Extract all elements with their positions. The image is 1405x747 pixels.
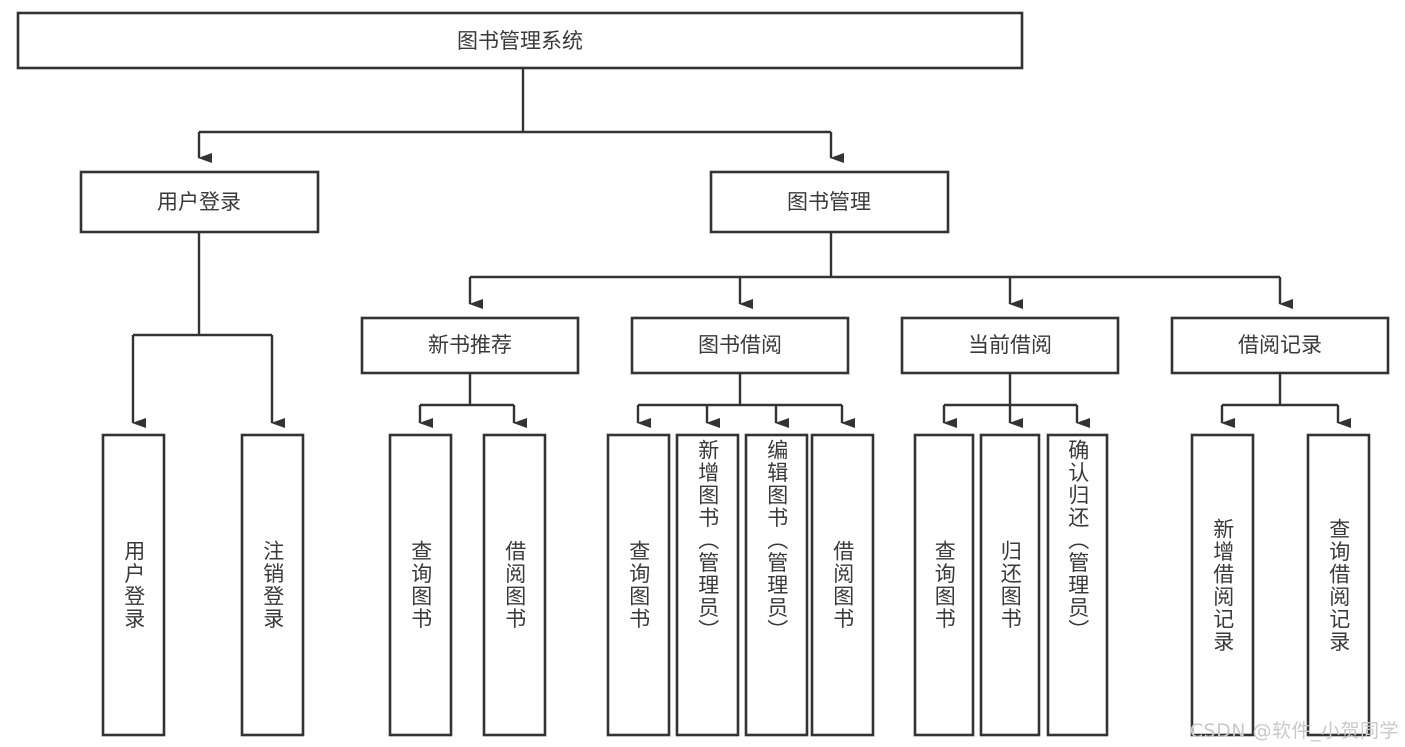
node-current-borrow-label: 当前借阅 — [968, 333, 1052, 357]
node-user-login-label: 用户登录 — [157, 190, 241, 214]
leaf-box-query-book-nb[interactable] — [388, 433, 453, 737]
node-book-management-label: 图书管理 — [787, 190, 871, 214]
node-new-book-recommend-label: 新书推荐 — [428, 333, 512, 357]
leaf-box-add-borrow-record[interactable] — [1190, 433, 1255, 737]
leaf-box-borrow-book-bb[interactable] — [810, 433, 875, 737]
leaf-box-return-book[interactable] — [979, 433, 1041, 737]
leaf-box-borrow-book-nb[interactable] — [482, 433, 547, 737]
leaf-box-query-book-bb[interactable] — [606, 433, 671, 737]
connector-book-mgmt-to-level3 — [468, 232, 1293, 309]
leaf-box-add-book-admin[interactable] — [675, 433, 740, 737]
leaf-box-query-borrow-record[interactable] — [1306, 433, 1371, 737]
csdn-watermark: CSDN @软件_小贺同学 — [1189, 720, 1399, 742]
node-borrow-record-label: 借阅记录 — [1238, 333, 1322, 357]
connector-root-to-level2 — [197, 68, 844, 163]
connector-new-book-to-leaves — [418, 373, 527, 428]
leaf-box-logout[interactable] — [240, 433, 305, 737]
node-root-label: 图书管理系统 — [457, 29, 583, 53]
leaf-box-edit-book-admin[interactable] — [744, 433, 809, 737]
connector-current-borrow-to-leaves — [942, 373, 1090, 428]
node-root-system[interactable]: 图书管理系统 — [16, 11, 1024, 70]
node-current-borrow[interactable]: 当前借阅 — [900, 316, 1120, 375]
connector-borrow-record-to-leaves — [1220, 373, 1351, 428]
leaf-box-query-book-cb[interactable] — [913, 433, 975, 737]
node-book-borrow-label: 图书借阅 — [698, 333, 782, 357]
node-user-login[interactable]: 用户登录 — [79, 170, 320, 234]
node-new-book-recommend[interactable]: 新书推荐 — [360, 316, 580, 375]
connector-book-borrow-to-leaves — [636, 373, 855, 428]
node-book-borrow[interactable]: 图书借阅 — [630, 316, 850, 375]
node-borrow-record[interactable]: 借阅记录 — [1170, 316, 1390, 375]
connector-user-login-to-leaves — [131, 232, 285, 428]
leaf-box-user-login[interactable] — [101, 433, 166, 737]
leaf-box-confirm-return-admin[interactable] — [1046, 433, 1109, 737]
node-book-management[interactable]: 图书管理 — [709, 170, 950, 234]
